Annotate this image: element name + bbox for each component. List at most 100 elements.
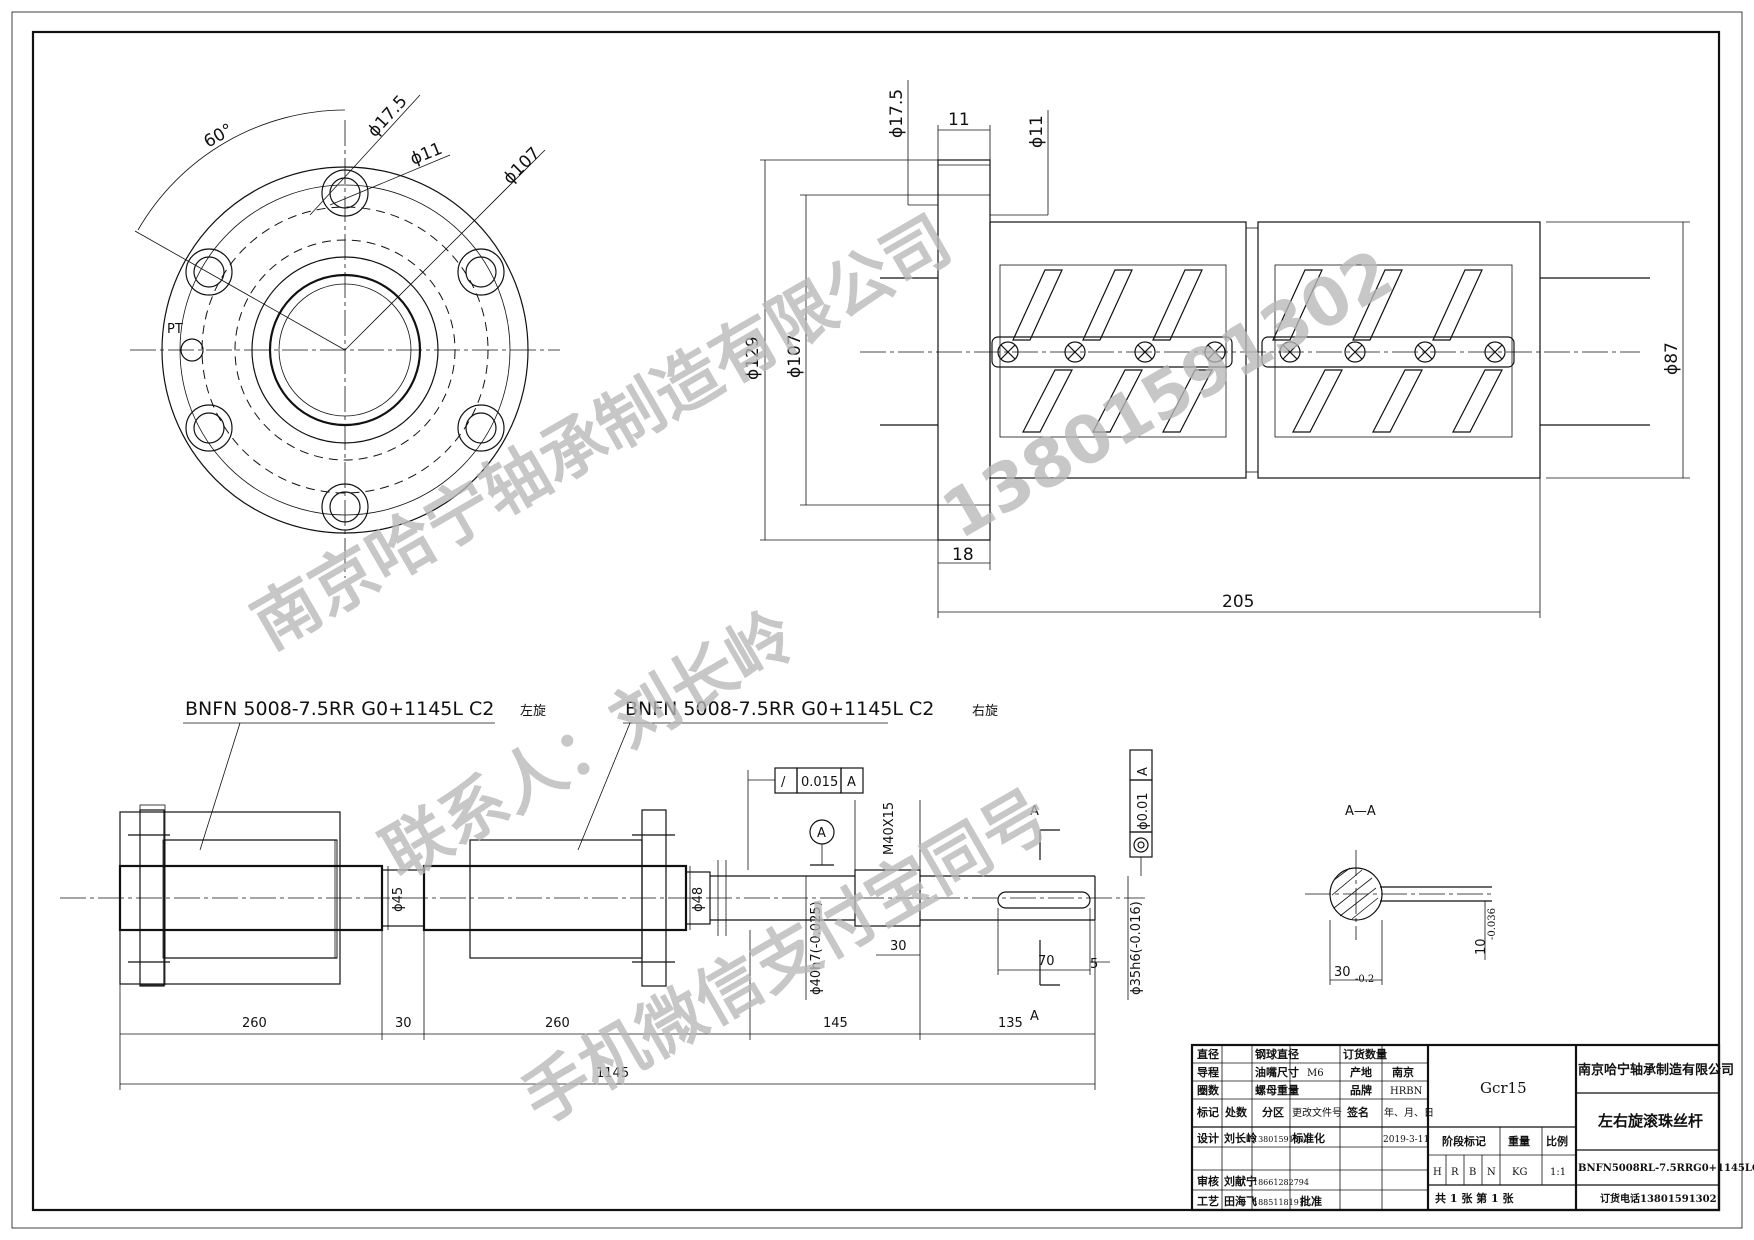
dim-phi11-side: ϕ11 xyxy=(1027,115,1047,148)
svg-text:工艺: 工艺 xyxy=(1197,1194,1219,1208)
nut-right xyxy=(1257,221,1541,479)
dim-135: 135 xyxy=(998,1016,1023,1031)
keyway xyxy=(997,891,1091,909)
svg-text:共 1 张 第 1 张: 共 1 张 第 1 张 xyxy=(1435,1191,1514,1205)
thread-spec: M40X15 xyxy=(882,802,897,855)
thread-section xyxy=(854,869,921,927)
dim-260-left: 260 xyxy=(242,1016,267,1031)
svg-text:直径: 直径 xyxy=(1197,1047,1219,1061)
dim-phi48: ϕ48 xyxy=(691,887,706,912)
svg-text:13801591302: 13801591302 xyxy=(1253,1135,1309,1144)
part-number: BNFN5008RL-7.5RRG0+1145LC2 xyxy=(1578,1163,1754,1174)
svg-text:H: H xyxy=(1433,1167,1442,1178)
svg-text:重量: 重量 xyxy=(1508,1134,1530,1148)
svg-text:HRBN: HRBN xyxy=(1390,1086,1423,1097)
watermark: 南京哈宁轴承制造有限公司 13801591302 联系人：刘长岭 手机微信支付宝… xyxy=(240,201,1406,1139)
svg-text:比例: 比例 xyxy=(1546,1134,1568,1148)
svg-text:18661282794: 18661282794 xyxy=(1253,1178,1309,1187)
dim-phi107: ϕ107 xyxy=(499,144,544,189)
svg-text:螺母重量: 螺母重量 xyxy=(1255,1083,1299,1097)
section-depth: 10 xyxy=(1474,938,1489,955)
section-width-tol: -0.2 xyxy=(1355,974,1374,985)
svg-text:钢球直径: 钢球直径 xyxy=(1255,1047,1299,1061)
bolt-circle xyxy=(201,206,489,494)
svg-text:产地: 产地 xyxy=(1350,1065,1372,1079)
drawing-frame xyxy=(31,30,1721,1212)
svg-text:分区: 分区 xyxy=(1262,1105,1284,1119)
pt-port xyxy=(180,338,204,362)
section-width: 30 xyxy=(1334,965,1351,980)
svg-text:刘献宁: 刘献宁 xyxy=(1224,1174,1257,1188)
svg-text:订货数量: 订货数量 xyxy=(1343,1047,1387,1061)
svg-text:批准: 批准 xyxy=(1300,1194,1322,1208)
tol1-symbol: / xyxy=(781,775,786,790)
svg-text:田海飞: 田海飞 xyxy=(1224,1194,1257,1208)
svg-text:审核: 审核 xyxy=(1197,1174,1219,1188)
svg-text:R: R xyxy=(1451,1167,1459,1178)
svg-text:年、月、日: 年、月、日 xyxy=(1384,1106,1434,1119)
dim-70: 70 xyxy=(1038,954,1055,969)
svg-text:N: N xyxy=(1487,1167,1496,1178)
dim-18: 18 xyxy=(952,545,974,565)
fit-phi40: ϕ40h7(-0.025) xyxy=(809,901,824,995)
return-plate-left xyxy=(991,336,1233,368)
return-plate-right xyxy=(1261,336,1515,368)
section-depth-tol: -0.036 xyxy=(1487,908,1498,940)
section-circle xyxy=(1329,867,1383,921)
label-left-spec: BNFN 5008-7.5RR G0+1145L C2 xyxy=(185,698,494,720)
dim-phi45: ϕ45 xyxy=(391,887,406,912)
length-dims: 260 30 260 145 135 1145 xyxy=(119,920,1096,1090)
label-left-hand: 左旋 xyxy=(520,704,546,719)
section-a-bottom: A xyxy=(1030,1009,1039,1024)
svg-text:品牌: 品牌 xyxy=(1350,1083,1372,1097)
dim-260-right: 260 xyxy=(545,1016,570,1031)
dim-phi87: ϕ87 xyxy=(1662,342,1682,375)
label-right-spec: BNFN 5008-7.5RR G0+1145L C2 xyxy=(625,698,934,720)
svg-text:1:1: 1:1 xyxy=(1550,1167,1566,1178)
svg-text:签名: 签名 xyxy=(1346,1105,1369,1119)
svg-text:南京: 南京 xyxy=(1392,1065,1414,1079)
dim-30-gap: 30 xyxy=(395,1016,412,1031)
svg-text:阶段标记: 阶段标记 xyxy=(1442,1134,1486,1148)
svg-text:2019-3-11: 2019-3-11 xyxy=(1383,1135,1429,1145)
svg-text:处数: 处数 xyxy=(1224,1105,1248,1119)
angle-60: 60° xyxy=(201,120,237,152)
svg-text:刘长岭: 刘长岭 xyxy=(1224,1131,1257,1145)
section-a-top: A xyxy=(1030,804,1039,819)
nut-left xyxy=(989,221,1247,479)
pt-label: PT xyxy=(167,322,183,337)
dim-145: 145 xyxy=(823,1016,848,1031)
svg-text:油嘴尺寸: 油嘴尺寸 xyxy=(1255,1065,1299,1079)
fit-phi35: ϕ35h6(-0.016) xyxy=(1129,901,1144,995)
flange-outline xyxy=(161,166,529,534)
datum-a: A xyxy=(817,826,826,841)
svg-text:B: B xyxy=(1469,1167,1476,1178)
bolt-holes xyxy=(185,169,505,531)
dim-1145: 1145 xyxy=(596,1066,629,1081)
tol1-ref: A xyxy=(847,775,856,790)
svg-text:18851181919: 18851181919 xyxy=(1253,1198,1309,1207)
tol2-ref: A xyxy=(1136,767,1151,776)
tol2-value: ϕ0.01 xyxy=(1136,792,1151,830)
svg-text:导程: 导程 xyxy=(1197,1065,1219,1079)
watermark-contact: 联系人：刘长岭 xyxy=(370,596,809,894)
part-name: 左右旋滚珠丝杆 xyxy=(1597,1112,1703,1130)
dim-5: 5 xyxy=(1090,957,1098,972)
svg-text:标记: 标记 xyxy=(1196,1105,1219,1119)
ball-grooves xyxy=(1012,269,1503,433)
company-name: 南京哈宁轴承制造有限公司 xyxy=(1578,1062,1734,1078)
shaft-bore xyxy=(268,273,422,427)
order-phone: 订货电话13801591302 xyxy=(1600,1192,1717,1205)
svg-text:标准化: 标准化 xyxy=(1291,1131,1325,1145)
dim-30-thread: 30 xyxy=(890,939,907,954)
dim-phi107-side: ϕ107 xyxy=(785,334,805,378)
outer-border xyxy=(11,11,1743,1229)
plate-screws xyxy=(997,341,1506,363)
side-view: ϕ129 ϕ107 ϕ87 205 18 11 ϕ17.5 ϕ11 xyxy=(743,80,1690,618)
section-aa: A—A 30 -0.2 10 -0.036 xyxy=(1305,804,1498,985)
dim-205: 205 xyxy=(1222,592,1254,612)
label-right-hand: 右旋 xyxy=(972,704,998,719)
section-title: A—A xyxy=(1345,804,1376,819)
dim-phi17-5: ϕ17.5 xyxy=(364,91,412,141)
